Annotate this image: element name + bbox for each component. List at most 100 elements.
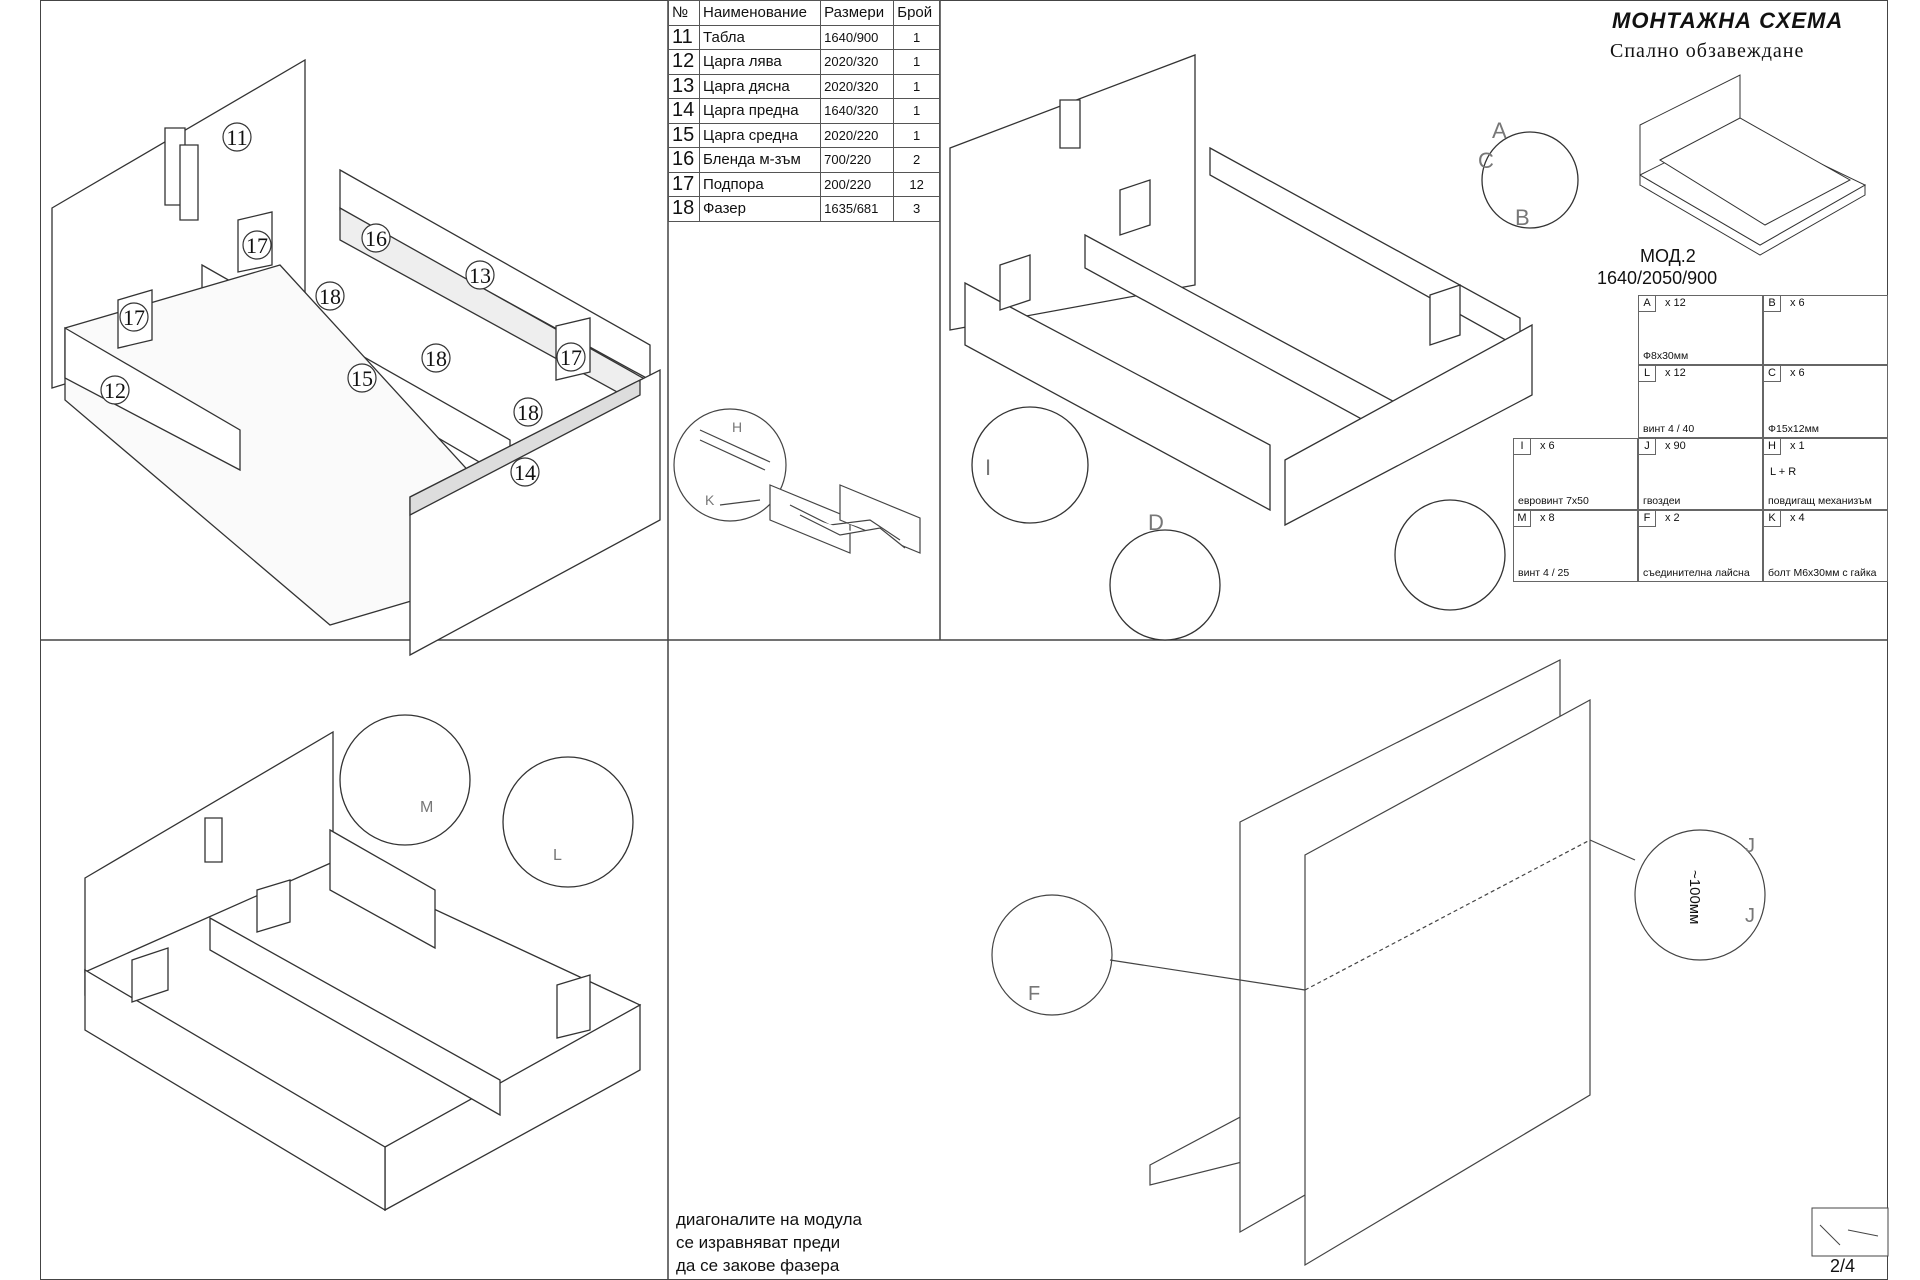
hardware-letter: H	[1764, 439, 1781, 455]
hardware-cell-H: H x 1 L + R повдигащ механизъм	[1763, 438, 1888, 510]
hardware-desc: повдигащ механизъм	[1768, 495, 1872, 507]
label-18b: 18	[425, 346, 447, 371]
row-no: 12	[668, 49, 700, 75]
col-size: Размери	[820, 0, 895, 26]
detail-D: D	[1148, 510, 1164, 535]
hardware-cell-C: C x 6 Ф15x12мм	[1763, 365, 1888, 438]
label-K: K	[705, 492, 715, 508]
label-15: 15	[351, 366, 373, 391]
bed-thumbnail	[1639, 74, 1867, 256]
hardware-cell-K: K x 4 болт М6x30мм с гайка	[1763, 510, 1888, 582]
row-qty: 1	[893, 98, 940, 124]
page-number: 2/4	[1830, 1256, 1856, 1276]
hardware-cell-F: F x 2 съединителна лайсна	[1638, 510, 1763, 582]
row-qty: 3	[893, 196, 940, 222]
note-line: се изравняват преди	[676, 1233, 841, 1252]
hardware-qty: x 12	[1665, 297, 1686, 309]
label-18c: 18	[517, 400, 539, 425]
hardware-qty: x 2	[1665, 512, 1680, 524]
row-name: Царга дясна	[698, 73, 822, 99]
label-H: H	[732, 419, 742, 435]
row-size: 700/220	[820, 147, 895, 173]
row-name: Царга предна	[698, 98, 822, 124]
detail-I: I	[985, 455, 991, 480]
label-13: 13	[469, 263, 491, 288]
hardware-letter: F	[1639, 511, 1656, 527]
row-qty: 1	[893, 122, 940, 148]
col-no: №	[668, 0, 700, 26]
label-18a: 18	[319, 284, 341, 309]
hardware-letter: B	[1764, 296, 1781, 312]
tools-icon	[1811, 1207, 1889, 1257]
row-name: Табла	[698, 24, 822, 50]
dimension-label: ~100мм	[1686, 870, 1703, 924]
note-line: да се закове фазера	[676, 1256, 840, 1275]
label-14: 14	[514, 460, 536, 485]
detail-C: C	[1478, 148, 1494, 173]
row-no: 17	[668, 171, 700, 197]
hardware-qty: x 1	[1790, 440, 1805, 452]
label-17b: 17	[123, 305, 145, 330]
exploded-bed-drawing	[51, 58, 661, 657]
hardware-desc: винт 4 / 25	[1518, 567, 1570, 579]
row-qty: 2	[893, 147, 940, 173]
label-17c: 17	[560, 345, 582, 370]
hardware-cell-I: I x 6 евровинт 7x50	[1513, 438, 1638, 510]
hardware-desc: болт М6x30мм с гайка	[1768, 567, 1877, 579]
back-panel-drawing	[991, 659, 1766, 1267]
bed-assembly-drawing	[84, 714, 642, 1212]
document-title: МОНТАЖНА СХЕМА	[1612, 8, 1844, 33]
label-17a: 17	[246, 233, 268, 258]
row-name: Бленда м-зъм	[698, 147, 822, 173]
hardware-desc: винт 4 / 40	[1643, 423, 1695, 435]
col-qty: Брой	[893, 0, 940, 26]
hardware-qty: x 6	[1540, 440, 1555, 452]
parts-header-row: № Наименование Размери Брой	[668, 0, 940, 26]
row-no: 11	[668, 24, 700, 50]
label-16: 16	[365, 226, 387, 251]
detail-L: L	[553, 847, 562, 864]
detail-M: M	[420, 799, 433, 816]
hardware-extra: L + R	[1770, 466, 1797, 478]
row-no: 15	[668, 122, 700, 148]
assembled-frame-drawing	[949, 54, 1579, 641]
row-qty: 1	[893, 49, 940, 75]
row-no: 18	[668, 196, 700, 222]
row-no: 13	[668, 73, 700, 99]
lifting-mechanism-detail	[673, 408, 921, 554]
detail-J2: J	[1745, 905, 1755, 927]
col-name: Наименование	[698, 0, 822, 26]
note-line: диагоналите на модула	[676, 1210, 862, 1229]
document-subtitle: Спално обзавеждане	[1610, 40, 1805, 62]
hardware-letter: A	[1639, 296, 1656, 312]
hardware-qty: x 12	[1665, 367, 1686, 379]
row-size: 2020/320	[820, 49, 895, 75]
hardware-letter: I	[1514, 439, 1531, 455]
row-name: Царга средна	[698, 122, 822, 148]
row-size: 1640/900	[820, 24, 895, 50]
detail-J1: J	[1745, 835, 1755, 857]
row-name: Царга лява	[698, 49, 822, 75]
hardware-letter: L	[1639, 366, 1656, 382]
row-qty: 1	[893, 24, 940, 50]
row-size: 2020/320	[820, 73, 895, 99]
row-qty: 12	[893, 171, 940, 197]
hardware-desc: гвоздеи	[1643, 495, 1681, 507]
hardware-cell-M: M x 8 винт 4 / 25	[1513, 510, 1638, 582]
hardware-desc: Ф15x12мм	[1768, 423, 1820, 435]
part-number-callouts	[100, 122, 586, 487]
hardware-letter: M	[1514, 511, 1531, 527]
label-11: 11	[226, 125, 247, 150]
hardware-desc: съединителна лайсна	[1643, 567, 1750, 579]
row-name: Фазер	[698, 196, 822, 222]
model-size: 1640/2050/900	[1597, 268, 1718, 288]
row-size: 200/220	[820, 171, 895, 197]
detail-A: A	[1492, 118, 1507, 143]
